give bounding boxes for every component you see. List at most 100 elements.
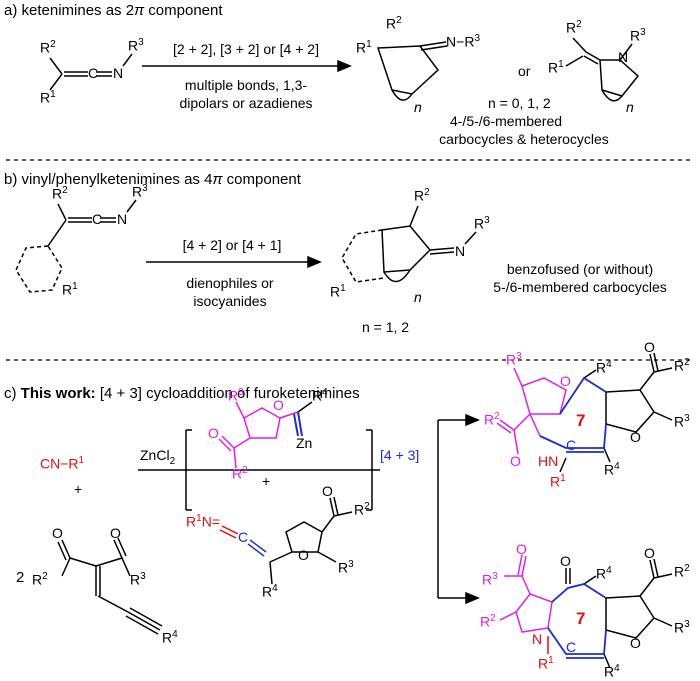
- p1-black-furan: [605, 389, 655, 433]
- p2-r4-label: R4: [596, 565, 612, 582]
- p2-r3b-label: R3: [674, 619, 690, 636]
- c-ketone-1-r2: [61, 557, 71, 577]
- p2-r3-bond: [653, 617, 673, 627]
- b-dashed-arene: [15, 245, 63, 293]
- c-catalyst: ZnCl2: [140, 447, 176, 467]
- p1-magenta-co-2: [496, 422, 512, 434]
- b-r2-bond: [57, 203, 67, 221]
- c-ketone-2-bond: [95, 557, 123, 567]
- p1-magenta-r2-bond: [513, 429, 519, 455]
- p2-ko2-label: O: [644, 545, 655, 561]
- p1-furan-o-mag: O: [560, 373, 571, 389]
- c-ketone-1-co-2: [57, 541, 67, 561]
- b-product-desc-1: benzofused (or without): [506, 261, 654, 277]
- p2-ring-label: 7: [576, 609, 586, 628]
- p1-r2-bond: [653, 367, 673, 373]
- c-plus-2: +: [262, 473, 271, 489]
- c-int-ketenimine-cc-1: [249, 539, 267, 553]
- b-condition-bottom-1: dienophiles or: [186, 275, 274, 291]
- c-reactant-r2: R2: [32, 571, 48, 588]
- b-c-label: C: [92, 211, 103, 227]
- c-int-ko-label: O: [322, 483, 333, 499]
- c-int-co-2: [333, 496, 339, 516]
- p2-blue-upper: [551, 583, 607, 603]
- c-zn-c-zn-bond-2: [293, 413, 299, 437]
- c-int-r2-label: R2: [354, 501, 370, 518]
- p1-magenta-acyl-bond: [513, 413, 531, 431]
- b-r2-label: R2: [52, 185, 68, 202]
- p2-ko-mag: O: [516, 541, 527, 557]
- a-p1-n-r3-label: N−R3: [446, 33, 480, 50]
- a-enamine-r2-bond: [572, 37, 587, 53]
- p1-magenta-furan: [521, 377, 567, 415]
- p2-r1-label: R1: [538, 655, 554, 672]
- a-enamine-r1-bond: [565, 55, 584, 67]
- a-enamine-r3-bond: [619, 43, 633, 61]
- p1-r4b-label: R4: [604, 461, 620, 478]
- a-ketenimine-r3-bond: [122, 53, 133, 67]
- c-arrow-head-top: [465, 413, 480, 427]
- a-condition-bottom-2: dipolars or azadienes: [179, 95, 313, 111]
- a-ketenimine-r2-bond: [49, 57, 63, 75]
- b-p-r1-label: R1: [330, 283, 346, 300]
- p2-c-label: C: [566, 639, 577, 655]
- b-r1-label: R1: [62, 281, 78, 298]
- p1-r4-label: R4: [596, 359, 612, 376]
- b-condition-top: [4 + 2] or [4 + 1]: [182, 237, 282, 253]
- c-int-r4-label: R4: [262, 583, 278, 600]
- c-alkyne-2: [129, 607, 163, 627]
- b-r3-bond: [126, 199, 137, 213]
- a-p1-r1-label: R1: [356, 39, 372, 56]
- c-int-c-label: C: [238, 529, 249, 545]
- p2-n-label: N: [532, 631, 543, 647]
- p2-co-2: [653, 558, 659, 578]
- p1-r2-label: R2: [674, 357, 690, 374]
- c-isocyanide: CN−R1: [40, 455, 85, 472]
- c-zn-r3-label: R3: [228, 387, 244, 404]
- p1-ring-label: 7: [576, 411, 586, 430]
- p1-r3-bond: [653, 411, 673, 421]
- a-r3-label: R3: [128, 37, 144, 54]
- b-imine-bond-1: [429, 247, 455, 251]
- p1-ko-label: O: [644, 339, 655, 355]
- p2-r4b-label: R4: [604, 663, 620, 680]
- a-enamine-cc-double-2: [583, 55, 599, 65]
- p2-acyl-bond: [639, 577, 655, 597]
- c-coefficient: 2: [16, 569, 25, 586]
- c-int-cn-2: [219, 529, 237, 539]
- p1-furan-o: O: [630, 429, 641, 445]
- a-imine-bond-1: [419, 41, 447, 47]
- a-ketenimine-r1-bond: [49, 73, 63, 91]
- c-reactant-r3: R3: [130, 571, 146, 588]
- b-arrow-head: [307, 255, 322, 269]
- c-reactant-r4: R4: [162, 629, 178, 646]
- a-c-label: C: [88, 65, 99, 81]
- c-int-cn-1: [221, 525, 239, 535]
- a-p2-n-label: N: [618, 49, 629, 65]
- c-zn-r4-bond: [297, 401, 313, 413]
- c-zn-co-1: [221, 435, 235, 449]
- b-p-r3-label: R3: [474, 215, 490, 232]
- c-zn-o-label: O: [273, 397, 284, 413]
- section-a-header: a) ketenimines as 2π component: [4, 2, 223, 19]
- a-condition-top: [2 + 2], [3 + 2] or [4 + 2]: [173, 41, 319, 57]
- b-r3-label: R3: [132, 183, 148, 200]
- p1-blue-upper: [559, 376, 607, 415]
- p1-mag-o-label: O: [510, 453, 521, 469]
- c-reactant-o-1: O: [52, 525, 63, 541]
- b-product-r3-bond: [464, 231, 477, 245]
- b-condition-bottom-2: isocyanides: [193, 293, 267, 309]
- b-imine-bond-2: [429, 251, 455, 255]
- a-or-label: or: [518, 63, 531, 79]
- section-b-header: b) vinyl/phenylketenimines as 4π compone…: [4, 171, 301, 188]
- p2-r4-lower-bond: [603, 653, 611, 669]
- p2-black-furan: [605, 595, 655, 639]
- p1-r3b-label: R3: [674, 413, 690, 430]
- c-zn-ko-label: O: [208, 425, 219, 441]
- a-r2-label: R2: [40, 39, 56, 56]
- section-c-header: c) This work: [4 + 3] cycloaddition of f…: [4, 385, 360, 402]
- c-alkene-bond: [69, 557, 97, 567]
- p1-mag-r2-label: R2: [484, 411, 500, 428]
- p1-magenta-r3-bond: [513, 367, 523, 387]
- c-int-r3-label: R3: [338, 559, 354, 576]
